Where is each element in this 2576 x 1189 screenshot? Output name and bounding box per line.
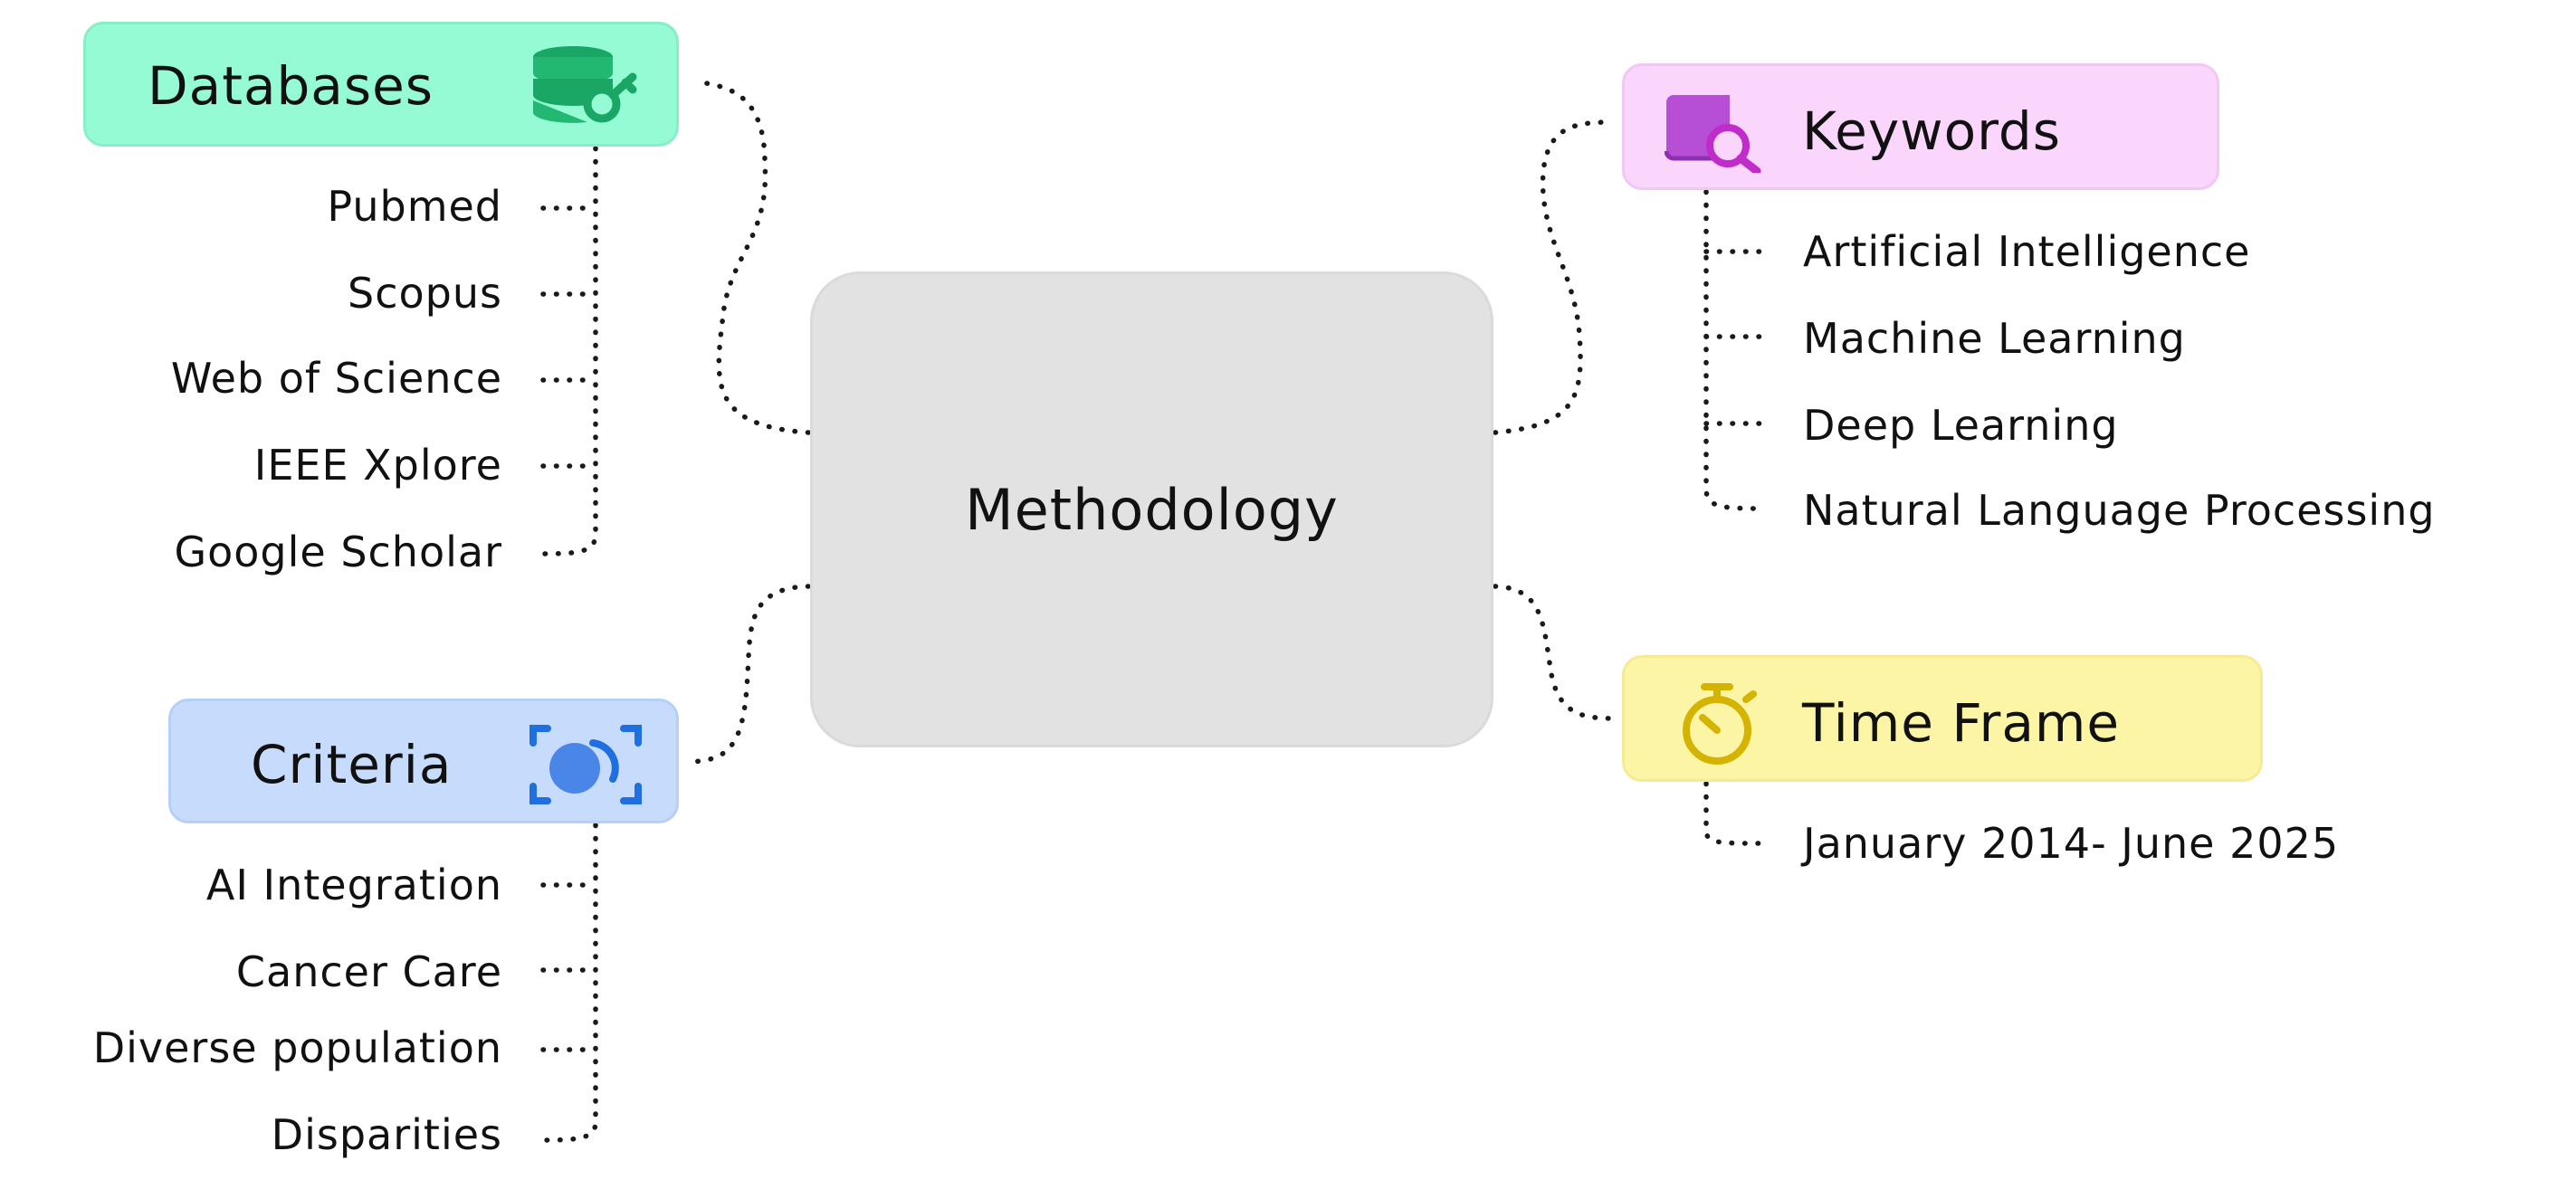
timeframe-title: Time Frame bbox=[1802, 692, 2121, 754]
keywords-item-machine-learning: Machine Learning bbox=[1803, 314, 2186, 363]
connector-timeframe bbox=[1493, 584, 1618, 721]
databases-title: Databases bbox=[148, 55, 434, 117]
timeframe-item-range: January 2014- June 2025 bbox=[1803, 819, 2340, 868]
databases-item-ieee-xplore: IEEE Xplore bbox=[253, 441, 502, 490]
criteria-node: Criteria bbox=[168, 699, 679, 823]
connector-timeframe-trunk bbox=[1703, 781, 1763, 846]
stopwatch-icon bbox=[1674, 681, 1764, 768]
connector-databases bbox=[692, 79, 811, 435]
focus-target-icon bbox=[530, 723, 642, 810]
center-label: Methodology bbox=[965, 476, 1339, 543]
criteria-item-ai-integration: AI Integration bbox=[205, 861, 502, 909]
databases-node: Databases bbox=[83, 22, 679, 147]
databases-item-pubmed: Pubmed bbox=[327, 182, 502, 231]
connector-keywords-trunk bbox=[1703, 189, 1763, 511]
criteria-item-diverse-population: Diverse population bbox=[92, 1023, 502, 1072]
databases-item-scopus: Scopus bbox=[348, 269, 502, 318]
connector-databases-trunk bbox=[540, 146, 598, 556]
keywords-node: Keywords bbox=[1622, 63, 2219, 190]
connector-criteria-trunk bbox=[540, 823, 598, 1143]
criteria-item-cancer-care: Cancer Care bbox=[235, 947, 502, 996]
keywords-item-artificial-intelligence: Artificial Intelligence bbox=[1803, 227, 2251, 276]
connector-keywords bbox=[1493, 119, 1614, 435]
timeframe-node: Time Frame bbox=[1622, 655, 2263, 782]
center-node: Methodology bbox=[810, 271, 1493, 747]
keywords-title: Keywords bbox=[1802, 100, 2061, 162]
criteria-title: Criteria bbox=[251, 734, 453, 795]
keywords-item-natural-language-processing: Natural Language Processing bbox=[1803, 486, 2436, 535]
book-search-icon bbox=[1664, 90, 1770, 176]
database-key-icon bbox=[531, 44, 640, 131]
connector-criteria bbox=[687, 584, 811, 765]
criteria-item-disparities: Disparities bbox=[271, 1110, 502, 1159]
databases-item-web-of-science: Web of Science bbox=[170, 354, 502, 403]
databases-item-google-scholar: Google Scholar bbox=[174, 528, 502, 576]
keywords-item-deep-learning: Deep Learning bbox=[1803, 401, 2119, 450]
